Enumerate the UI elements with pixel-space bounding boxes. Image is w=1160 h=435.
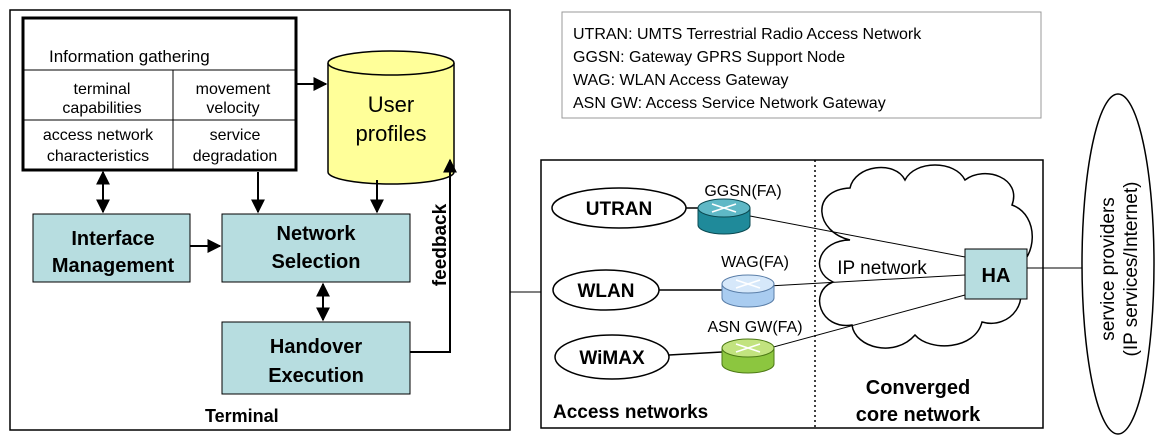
legend-ggsn: GGSN: Gateway GPRS Support Node [573, 49, 845, 66]
cell-service-line1: service [210, 127, 261, 144]
access-network-utran: UTRAN [551, 187, 687, 229]
ha-label: HA [982, 265, 1011, 287]
handover-execution-line2: Execution [268, 365, 364, 387]
cell-terminal-line2: capabilities [62, 100, 141, 117]
legend-wag: WAG: WLAN Access Gateway [573, 72, 788, 89]
legend-asn-gw: ASN GW: Access Service Network Gateway [573, 95, 886, 112]
access-networks-label: Access networks [553, 402, 708, 423]
user-profiles-line1: User [368, 92, 414, 117]
service-providers-line2: (IP services/Internet) [1121, 182, 1142, 357]
wimax-label: WiMAX [579, 348, 645, 369]
link-wag-ha [749, 274, 966, 288]
access-router-links [659, 207, 723, 356]
ip-network-cloud: IP network [818, 164, 1033, 349]
service-providers-line1: service providers [1098, 197, 1119, 341]
interface-management-line1: Interface [71, 228, 154, 250]
cell-access-line1: access network [43, 127, 154, 144]
link-asn-ha [754, 294, 966, 353]
core-label-line2: core network [856, 404, 981, 426]
network-selection-line2: Selection [272, 251, 361, 273]
link-ggsn-ha [749, 215, 966, 258]
legend-utran: UTRAN: UMTS Terrestrial Radio Access Net… [573, 26, 922, 43]
info-gathering-table: Information gathering terminal capabilit… [21, 16, 298, 172]
arrow-feedback [410, 158, 457, 353]
wlan-label: WLAN [578, 281, 635, 302]
network-selection-box: Network Selection [221, 213, 411, 283]
router-wag-icon [721, 274, 775, 308]
asn-gw-label: ASN GW(FA) [707, 319, 802, 336]
network-selection-line1: Network [277, 223, 357, 245]
cell-movement-line1: movement [196, 81, 271, 98]
router-asn-icon [721, 338, 775, 374]
cell-service-line2: degradation [193, 148, 278, 165]
terminal-label: Terminal [205, 406, 279, 426]
abbreviation-legend: UTRAN: UMTS Terrestrial Radio Access Net… [561, 11, 1042, 119]
router-ggsn-icon [697, 198, 751, 235]
ip-network-label: IP network [837, 258, 927, 279]
access-network-wimax: WiMAX [554, 334, 670, 380]
ggsn-label: GGSN(FA) [704, 183, 781, 200]
handover-execution-box: Handover Execution [221, 321, 411, 395]
terminal-arrows [96, 77, 457, 353]
cell-terminal-line1: terminal [74, 81, 131, 98]
router-ha-links [749, 215, 1082, 353]
user-profiles-line2: profiles [356, 121, 427, 146]
utran-label: UTRAN [586, 199, 653, 220]
access-network-wlan: WLAN [552, 269, 660, 311]
service-providers-ellipse: service providers (IP services/Internet) [1081, 93, 1155, 435]
user-profiles-database: User profiles [327, 50, 455, 185]
interface-management-box: Interface Management [32, 213, 191, 283]
cell-access-line2: characteristics [47, 148, 149, 165]
interface-management-line2: Management [52, 255, 175, 277]
cell-movement-line2: velocity [206, 100, 259, 117]
feedback-label: feedback [430, 203, 451, 286]
core-label-line1: Converged [866, 377, 970, 399]
wag-label: WAG(FA) [721, 254, 789, 271]
handover-execution-line1: Handover [270, 336, 362, 358]
info-gathering-title: Information gathering [49, 47, 210, 66]
ha-box: HA [964, 248, 1028, 300]
